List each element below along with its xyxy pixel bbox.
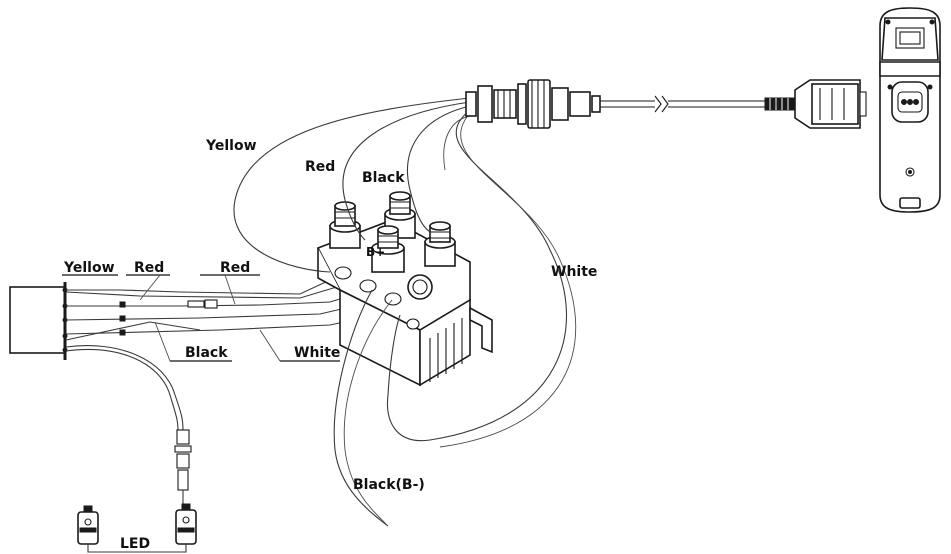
led-cable (65, 345, 192, 508)
label-black-upper: Black (362, 170, 405, 186)
handheld-remote-control (879, 7, 941, 213)
led-link-wire (87, 544, 187, 553)
label-yellow-upper: Yellow (205, 138, 257, 154)
label-white-right: White (551, 264, 597, 280)
label-black-left: Black (185, 345, 228, 361)
terminal-post-4 (424, 221, 456, 267)
terminal-post-b-plus (371, 225, 405, 273)
remote-plug (794, 79, 867, 129)
label-black-b-minus: Black(B-) (353, 477, 425, 493)
led-light-right (175, 503, 197, 545)
left-wire-bundle (65, 279, 401, 341)
upper-wire-bundle (233, 97, 577, 527)
label-white-left: White (294, 345, 340, 361)
label-red-left-2: Red (220, 260, 250, 276)
solenoid-contactor (316, 191, 493, 387)
label-led: LED (120, 536, 150, 552)
wire-labels: Yellow Red Black B+ White Yellow Red Red… (62, 138, 597, 552)
multi-pin-connector (465, 79, 601, 129)
remote-cable (600, 95, 796, 113)
terminal-post-2 (384, 191, 416, 239)
label-b-plus: B+ (366, 245, 385, 259)
terminal-post-1 (329, 201, 361, 249)
led-light-left (77, 505, 99, 545)
label-red-left-1: Red (134, 260, 164, 276)
label-yellow-left: Yellow (63, 260, 115, 276)
control-box-connector (9, 282, 68, 360)
label-red-upper: Red (305, 159, 335, 175)
